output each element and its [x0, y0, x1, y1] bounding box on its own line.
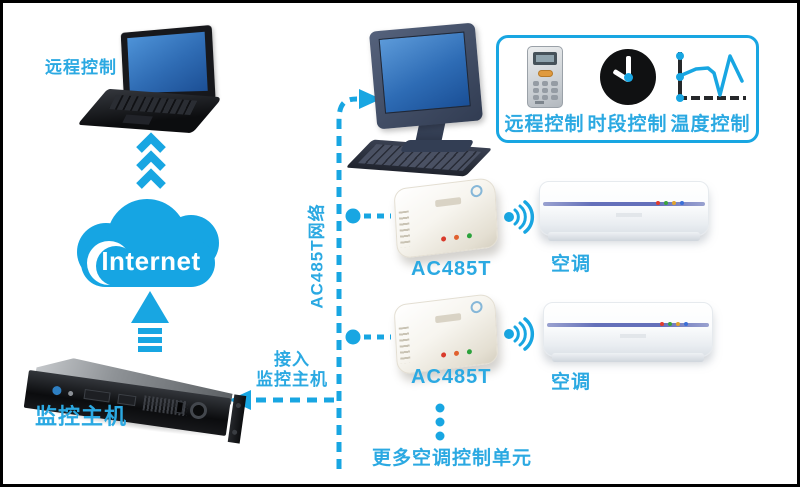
- aircon-stripe: [547, 323, 709, 327]
- server-logo: [51, 385, 62, 396]
- ac485t-network-dashed-line: [336, 96, 358, 469]
- more-units-label: 更多空调控制单元: [372, 448, 533, 469]
- laptop-keyboard: [109, 94, 198, 116]
- connect-host-caption: 接入 监控主机: [247, 350, 337, 390]
- laptop: [77, 24, 223, 134]
- aircon-indicator-lights: [656, 201, 684, 205]
- cloud-swirl: [96, 246, 136, 286]
- signal-waves-icon-2: [504, 317, 535, 351]
- air-conditioner-2: [543, 302, 713, 362]
- aircon-indicator-lights: [660, 322, 688, 326]
- remote-control-label: 远程控制: [45, 58, 117, 77]
- desktop-monitor: [368, 22, 484, 130]
- aircon-stripe: [543, 202, 705, 206]
- to-computer-arrowhead-icon: [359, 89, 381, 109]
- temperature-chart-icon: [675, 51, 746, 102]
- laptop-chevron-up-icons: [136, 132, 166, 189]
- host-to-internet-up-arrow-icon: [131, 291, 169, 352]
- server-knob: [188, 400, 209, 421]
- ac485t-label-2: AC485T: [411, 366, 492, 388]
- aircon-brandmark: [615, 213, 642, 217]
- desktop-screen: [378, 31, 471, 114]
- remote-handset-icon: [526, 45, 563, 108]
- clock-center-dot: [623, 72, 633, 82]
- desktop-computer: [345, 22, 497, 177]
- monitor-foot: [399, 140, 475, 152]
- feature-remote-control: 远程控制: [503, 44, 586, 136]
- signal-waves-icon-1: [504, 200, 535, 234]
- controller-brand: [435, 197, 462, 208]
- laptop-display: [127, 31, 208, 94]
- aircon-label-1: 空调: [551, 254, 592, 275]
- monitor-host-label: 监控主机: [35, 404, 128, 429]
- laptop-base: [77, 88, 223, 134]
- aircon-label-2: 空调: [551, 372, 592, 393]
- feature-label: 远程控制: [504, 114, 585, 135]
- internet-cloud: Internet: [77, 199, 219, 289]
- features-box: 远程控制 时段控制: [496, 35, 759, 143]
- feature-label: 时段控制: [587, 114, 668, 135]
- ac485t-label-1: AC485T: [411, 258, 492, 280]
- feature-temperature-control: 温度控制: [669, 44, 752, 136]
- controller-logo: [470, 300, 483, 314]
- clock-icon: [599, 48, 656, 105]
- branch-node-1: [345, 208, 391, 224]
- ac485t-controller-1: [389, 176, 505, 267]
- connect-host-line1: 接入: [274, 350, 310, 369]
- branch-node-2: [345, 329, 391, 345]
- controller-leds: [440, 348, 473, 358]
- controller-vents: [398, 210, 411, 248]
- feature-label: 温度控制: [670, 114, 751, 135]
- air-conditioner-1: [539, 181, 709, 241]
- feature-schedule-control: 时段控制: [586, 44, 669, 136]
- controller-vents: [398, 326, 411, 364]
- aircon-shell: [539, 181, 709, 236]
- clock-minute-hand: [625, 55, 631, 79]
- aircon-shell: [543, 302, 713, 357]
- controller-leds: [440, 232, 473, 242]
- aircon-vent-flap: [552, 353, 704, 362]
- aircon-brandmark: [619, 334, 646, 338]
- controller-body: [393, 176, 499, 260]
- internet-label: Internet: [101, 246, 201, 276]
- more-units-ellipsis-icon: [435, 403, 445, 441]
- controller-logo: [470, 184, 483, 198]
- controller-brand: [435, 313, 462, 324]
- connect-host-line2: 监控主机: [256, 370, 328, 389]
- remote-lcd: [532, 51, 557, 65]
- aircon-vent-flap: [548, 232, 700, 241]
- remote-power-button: [537, 69, 553, 77]
- controller-body: [393, 292, 499, 376]
- remote-button-grid: [532, 80, 558, 100]
- remote-logo: [534, 100, 544, 104]
- laptop-touchpad: [122, 114, 153, 125]
